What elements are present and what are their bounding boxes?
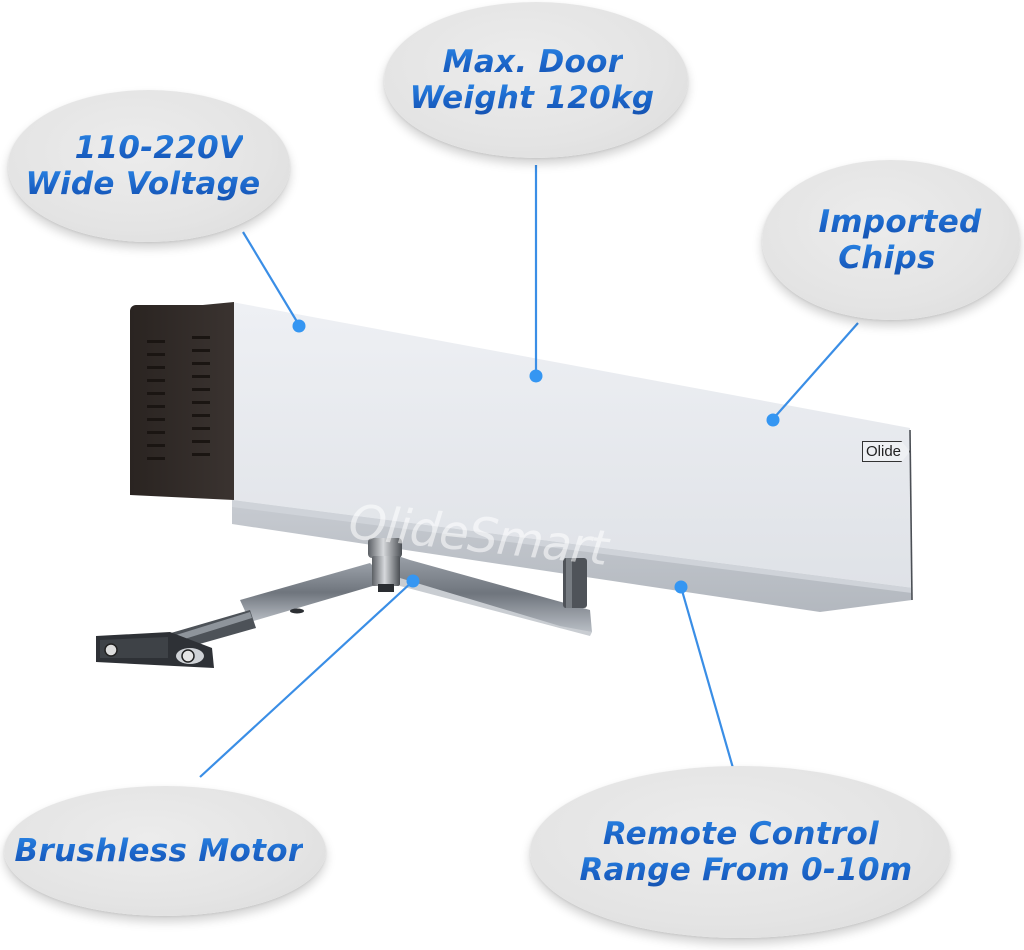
door-arm-assembly (96, 538, 592, 668)
callout-door-weight-line-2: Weight 120kg (409, 80, 655, 116)
callout-chips: Imported Chips (762, 160, 1020, 320)
callout-voltage-line-1: 110-220V (74, 130, 244, 166)
callout-door-weight: Max. Door Weight 120kg (384, 2, 688, 158)
callout-door-weight-line-1: Max. Door (442, 44, 624, 80)
callout-motor: Brushless Motor (4, 786, 326, 916)
leader-dots (292, 319, 780, 594)
callout-chips-line-1: Imported (818, 204, 982, 240)
brand-badge: Olide (862, 441, 911, 462)
callout-chips-line-2: Chips (838, 240, 936, 276)
leader-lines (199, 165, 859, 778)
callout-voltage-line-2: Wide Voltage (25, 166, 261, 202)
callout-voltage: 110-220V Wide Voltage (8, 90, 290, 242)
end-cap-vents (130, 302, 234, 500)
callout-remote-line-2: Range From 0-10m (579, 852, 913, 888)
door-operator-housing (232, 302, 913, 612)
callout-motor-line-1: Brushless Motor (14, 833, 304, 869)
callout-remote-line-1: Remote Control (603, 816, 879, 852)
callout-remote: Remote Control Range From 0-10m (530, 766, 950, 938)
